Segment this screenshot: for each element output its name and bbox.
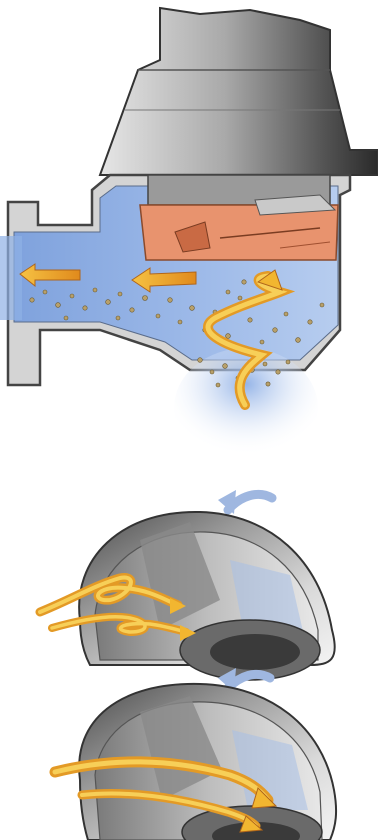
rotation-arrow-icon bbox=[218, 490, 277, 515]
impeller-smooth-panel bbox=[49, 668, 338, 840]
impeller-vortex-panel bbox=[35, 490, 336, 681]
flow-arrow-icon bbox=[19, 263, 81, 288]
particles bbox=[29, 279, 325, 388]
impeller-section bbox=[139, 174, 339, 261]
motor-housing bbox=[98, 6, 378, 176]
flow-arrow-icon bbox=[131, 267, 197, 293]
flow-arrow-icon bbox=[49, 756, 278, 833]
flow-arrow-icon bbox=[35, 573, 196, 641]
rotation-arrow-icon bbox=[218, 668, 275, 693]
pump-cross-section-panel bbox=[0, 6, 378, 468]
flow-arrow-icon bbox=[203, 269, 296, 410]
